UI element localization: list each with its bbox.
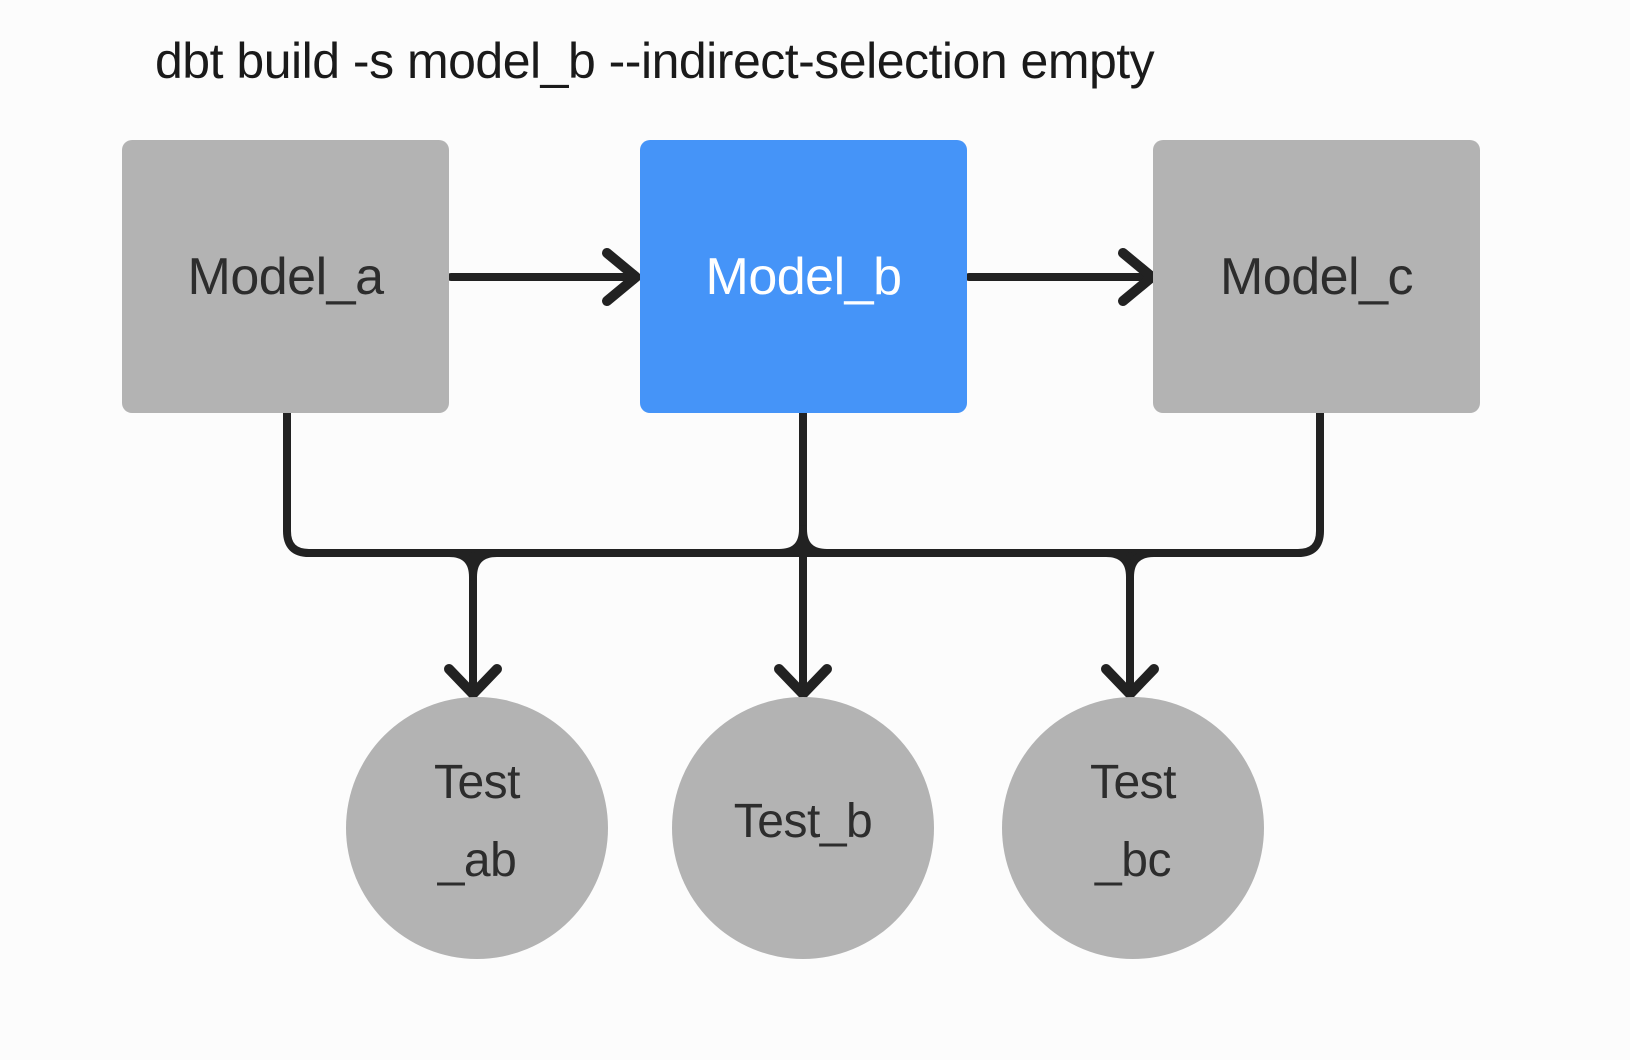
junction-fillet-model-b-right [799,525,831,557]
arrowhead-test-b-icon [774,664,832,699]
node-test-b: Test_b [672,697,934,959]
arrowhead-test-ab-icon [444,664,502,699]
node-test-bc-label: Test_bc [1089,756,1177,887]
node-test-b-label: Test_b [733,795,873,848]
node-test-bc: Test_bc [1002,697,1264,959]
junction-fillet-test-ab-right [469,549,501,581]
node-model-a-label: Model_a [187,247,384,306]
arrowhead-model-a-to-model-b-icon [602,248,641,306]
node-test-ab: Test_ab [346,697,608,959]
junction-fillet-test-bc-right [1126,549,1158,581]
arrowhead-test-bc-icon [1101,664,1159,699]
node-test-ab-label: Test_ab [433,756,521,887]
node-model-a: Model_a [122,140,449,413]
node-model-b: Model_b [640,140,967,413]
arrowhead-model-b-to-model-c-icon [1118,248,1157,306]
node-model-c: Model_c [1153,140,1480,413]
node-model-b-label: Model_b [705,247,902,306]
node-model-c-label: Model_c [1219,247,1414,306]
command-title: dbt build -s model_b --indirect-selectio… [155,33,1155,89]
